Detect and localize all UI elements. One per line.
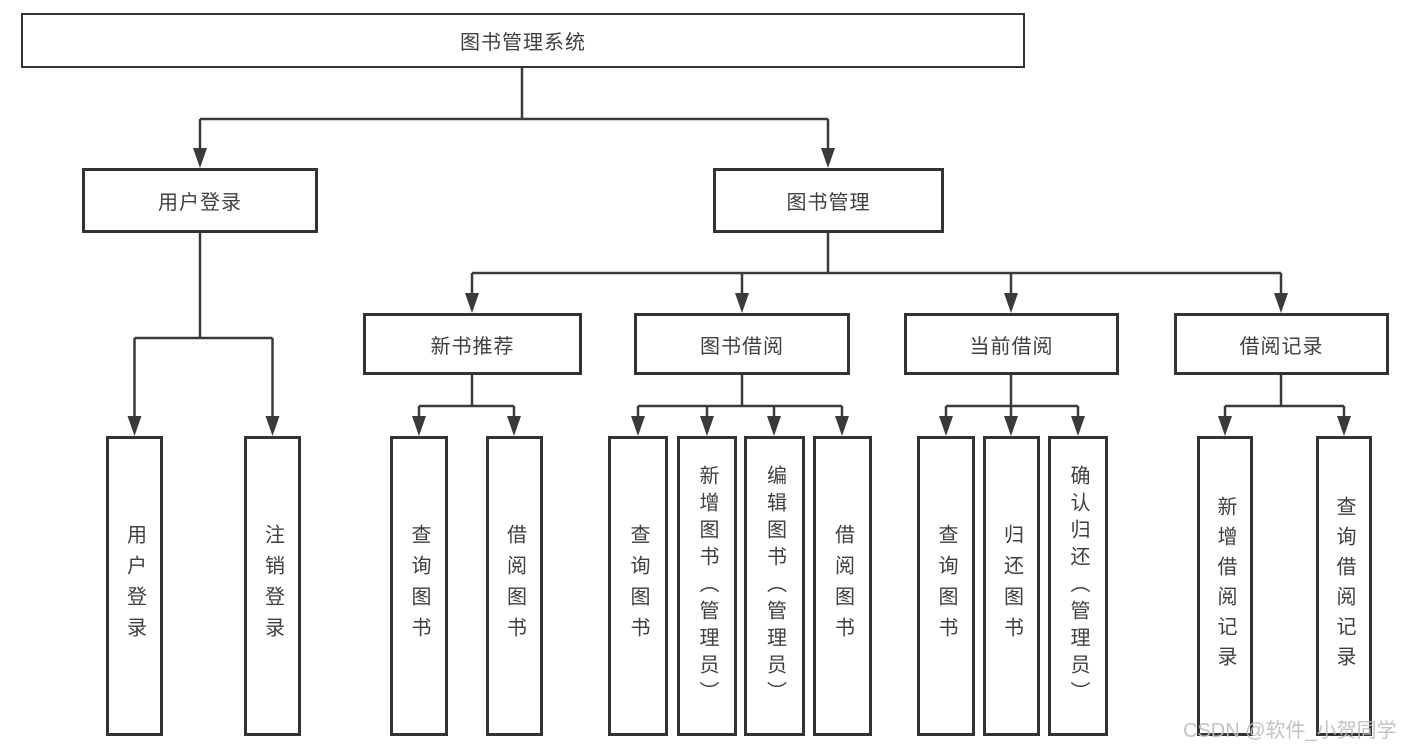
node-leaf-borrow-add-books: 新增图书（管理员） bbox=[677, 436, 737, 736]
node-leaf-current-query-books-label: 查询图书 bbox=[935, 524, 957, 648]
node-root-label: 图书管理系统 bbox=[460, 32, 586, 54]
node-leaf-borrow-query-books-label: 查询图书 bbox=[627, 524, 649, 648]
node-user-login: 用户登录 bbox=[82, 168, 318, 233]
arrowhead-icon bbox=[939, 416, 953, 436]
node-leaf-user-login: 用户登录 bbox=[106, 436, 163, 736]
node-leaf-borrow-add-books-label: 新增图书（管理员） bbox=[696, 464, 718, 708]
arrowhead-icon bbox=[821, 148, 835, 168]
node-leaf-current-confirm-return-label: 确认归还（管理员） bbox=[1067, 464, 1089, 708]
node-leaf-records-add: 新增借阅记录 bbox=[1197, 436, 1253, 736]
node-leaf-current-return-books: 归还图书 bbox=[983, 436, 1040, 736]
node-leaf-borrow-query-books: 查询图书 bbox=[608, 436, 668, 736]
node-leaf-user-login-label: 用户登录 bbox=[123, 524, 146, 648]
node-user-login-label: 用户登录 bbox=[158, 192, 242, 214]
connector-book-mgmt-branch bbox=[470, 233, 1283, 295]
node-leaf-current-confirm-return: 确认归还（管理员） bbox=[1048, 436, 1108, 736]
node-current-borrow: 当前借阅 bbox=[904, 313, 1119, 375]
node-leaf-logout-label: 注销登录 bbox=[261, 524, 284, 648]
arrowhead-icon bbox=[1218, 416, 1232, 436]
connector-book-borrow-branch bbox=[636, 374, 844, 419]
arrowhead-icon bbox=[265, 416, 280, 436]
arrowhead-icon bbox=[193, 148, 207, 168]
node-root: 图书管理系统 bbox=[21, 13, 1025, 68]
arrowhead-icon bbox=[835, 416, 849, 436]
arrowheads bbox=[127, 148, 1351, 436]
node-leaf-borrow-edit-books-label: 编辑图书（管理员） bbox=[763, 464, 786, 708]
node-book-borrow-label: 图书借阅 bbox=[700, 335, 784, 358]
arrowhead-icon bbox=[465, 293, 479, 313]
node-borrow-records: 借阅记录 bbox=[1174, 313, 1389, 375]
node-new-book-rec: 新书推荐 bbox=[363, 313, 582, 375]
node-leaf-rec-borrow-books-label: 借阅图书 bbox=[503, 524, 526, 648]
node-leaf-records-add-label: 新增借阅记录 bbox=[1214, 496, 1236, 676]
connector-current-borrow-branch bbox=[944, 374, 1080, 419]
connector-root-branch bbox=[198, 68, 830, 150]
node-leaf-rec-query-books-label: 查询图书 bbox=[408, 524, 430, 648]
arrowhead-icon bbox=[631, 416, 645, 436]
connector-borrow-records-branch bbox=[1223, 374, 1346, 419]
node-book-mgmt-label: 图书管理 bbox=[786, 192, 871, 214]
node-book-mgmt: 图书管理 bbox=[713, 168, 944, 233]
node-leaf-logout: 注销登录 bbox=[244, 436, 301, 736]
arrowhead-icon bbox=[1274, 293, 1288, 313]
connector-user-login-branch bbox=[133, 233, 274, 419]
node-leaf-records-query: 查询借阅记录 bbox=[1316, 436, 1372, 736]
arrowhead-icon bbox=[700, 416, 714, 436]
node-current-borrow-label: 当前借阅 bbox=[969, 335, 1054, 358]
node-book-borrow: 图书借阅 bbox=[634, 313, 850, 375]
arrowhead-icon bbox=[412, 416, 426, 436]
arrowhead-icon bbox=[735, 293, 749, 313]
watermark-text: CSDN @软件_小贺同学 bbox=[1183, 720, 1397, 742]
arrowhead-icon bbox=[1004, 293, 1018, 313]
node-new-book-rec-label: 新书推荐 bbox=[430, 335, 515, 358]
arrowhead-icon bbox=[1337, 416, 1351, 436]
arrowhead-icon bbox=[767, 416, 781, 436]
node-leaf-borrow-borrow-books: 借阅图书 bbox=[813, 436, 872, 736]
connector-new-book-rec-branch bbox=[417, 374, 516, 419]
node-leaf-borrow-edit-books: 编辑图书（管理员） bbox=[744, 436, 805, 736]
node-leaf-rec-borrow-books: 借阅图书 bbox=[486, 436, 543, 736]
node-leaf-records-query-label: 查询借阅记录 bbox=[1333, 496, 1355, 676]
arrowhead-icon bbox=[507, 416, 521, 436]
node-borrow-records-label: 借阅记录 bbox=[1239, 335, 1324, 358]
arrowhead-icon bbox=[1004, 416, 1018, 436]
node-leaf-rec-query-books: 查询图书 bbox=[390, 436, 448, 736]
arrowhead-icon bbox=[127, 416, 142, 436]
arrowhead-icon bbox=[1071, 416, 1085, 436]
node-leaf-borrow-borrow-books-label: 借阅图书 bbox=[831, 524, 854, 648]
node-leaf-current-query-books: 查询图书 bbox=[917, 436, 975, 736]
node-leaf-current-return-books-label: 归还图书 bbox=[1000, 524, 1023, 648]
